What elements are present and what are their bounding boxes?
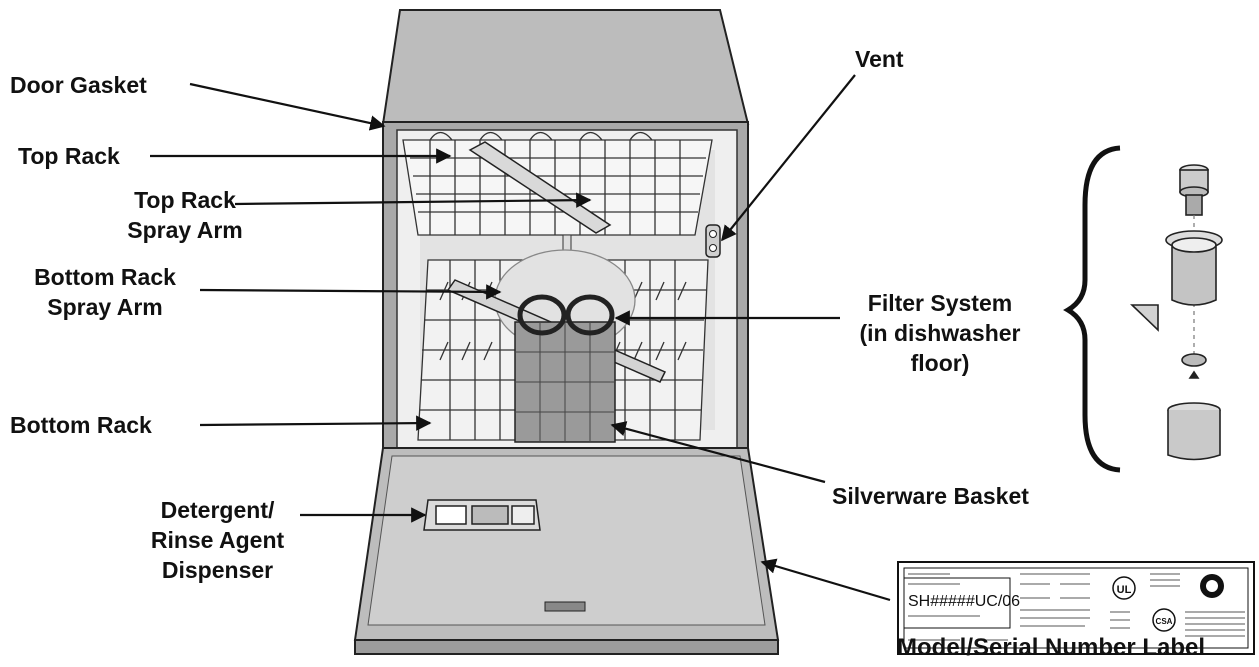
model-number-text: SH#####UC/06	[908, 593, 1020, 610]
csa-mark-icon: CSA	[1156, 617, 1173, 626]
vent-part	[705, 224, 721, 258]
open-door	[353, 447, 780, 655]
arrow-door-gasket	[189, 82, 386, 131]
label-filter-system: Filter System (in dishwasher floor)	[859, 290, 1021, 376]
label-top-rack-spray-arm: Top Rack Spray Arm	[127, 187, 243, 243]
label-silverware-basket: Silverware Basket	[832, 483, 1029, 509]
label-bottom-rack: Bottom Rack	[10, 412, 152, 438]
arrow-vent	[721, 74, 856, 242]
ul-mark-icon: UL	[1117, 584, 1132, 596]
arrow-top-rack-spray-arm	[234, 192, 592, 208]
cabinet-top	[381, 9, 750, 125]
brace-bracket	[1063, 145, 1121, 473]
top-rack-part	[402, 131, 713, 236]
arrow-bottom-rack-spray-arm	[199, 284, 502, 300]
model-serial-plate: SH#####UC/06 UL CSA	[897, 561, 1255, 655]
label-top-rack: Top Rack	[18, 143, 120, 169]
label-detergent-dispenser: Detergent/ Rinse Agent Dispenser	[150, 497, 285, 583]
label-bottom-rack-spray-arm: Bottom Rack Spray Arm	[34, 264, 176, 320]
label-vent: Vent	[855, 46, 904, 72]
leader-lines	[150, 74, 891, 602]
detergent-dispenser-part	[423, 499, 541, 531]
label-door-gasket: Door Gasket	[10, 72, 147, 98]
filter-system-detail	[1063, 145, 1223, 473]
arrow-bottom-rack	[199, 415, 432, 431]
top-rack-spray-arm-part	[468, 141, 612, 234]
arrow-silverware-basket	[610, 421, 826, 484]
dishwasher-illustration	[353, 9, 780, 655]
arrow-model-serial-label	[760, 558, 891, 602]
silverware-basket-part	[514, 294, 616, 443]
label-model-serial: Model/Serial Number Label	[897, 634, 1206, 661]
